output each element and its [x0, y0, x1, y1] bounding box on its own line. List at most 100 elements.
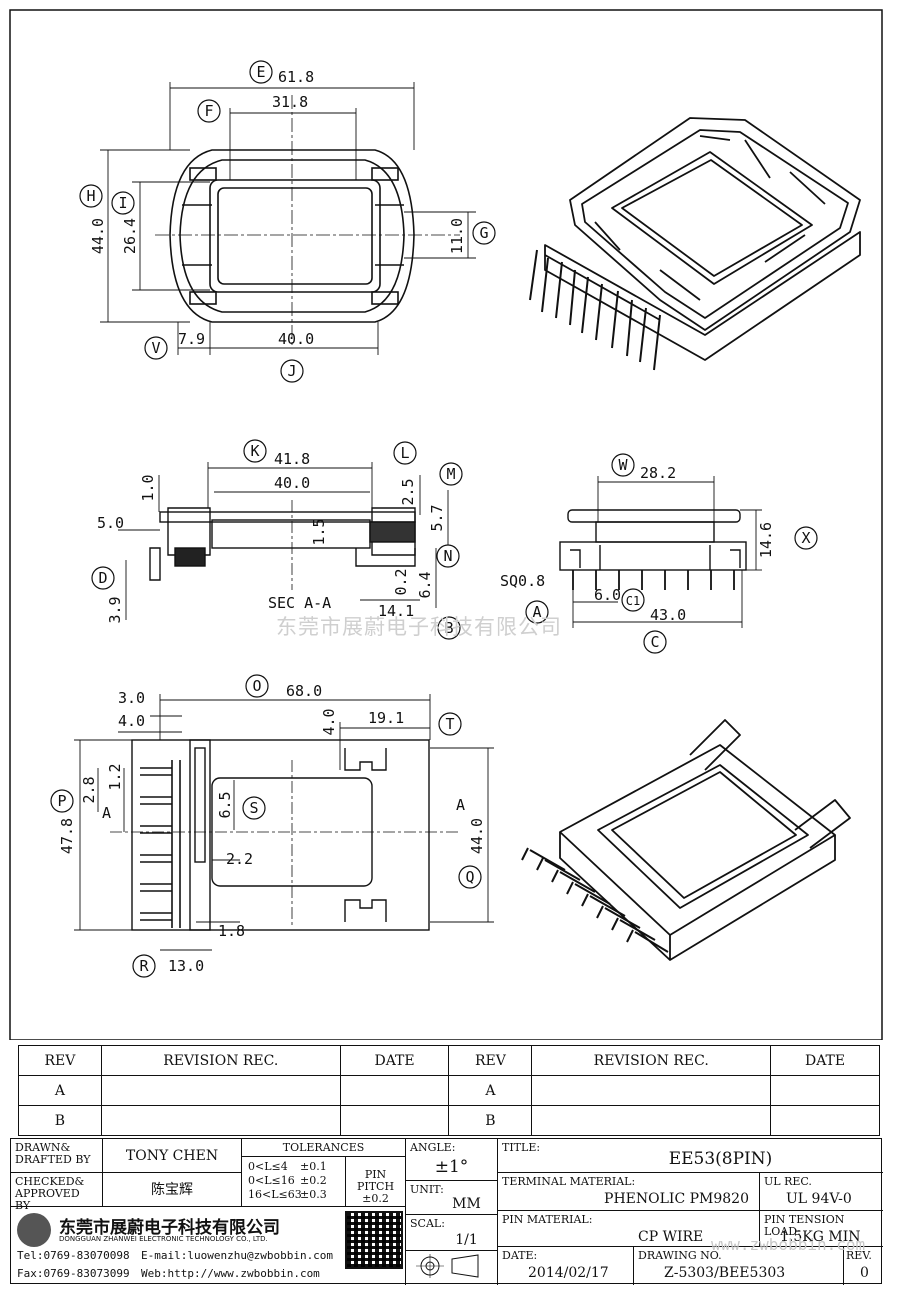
callout-X: X: [801, 529, 810, 547]
tolerances-list: 0<L≤4±0.1 0<L≤16 ±0.2 16<L≤63±0.3: [242, 1157, 346, 1207]
callout-O: O: [252, 677, 261, 695]
dim-T-value: 19.1: [368, 709, 404, 727]
dim-P-value: 47.8: [58, 818, 76, 854]
checked-value: 陈宝辉: [103, 1173, 242, 1207]
callout-J: J: [287, 362, 296, 380]
unit-box: UNIT: MM: [406, 1181, 498, 1215]
revision-table: REV REVISION REC. DATE REV REVISION REC.…: [18, 1045, 880, 1136]
dim-5-0: 5.0: [97, 514, 124, 532]
angle-value: ±1°: [434, 1157, 469, 1177]
tension-box: PIN TENSION LOAD: 1.5KG MIN: [760, 1211, 883, 1247]
dim-N-value: 6.4: [416, 571, 434, 598]
tolerance-value: ±0.2: [300, 1174, 327, 1187]
rec-cell: [100, 1075, 341, 1106]
section-marker-left: A: [102, 804, 111, 822]
dim-E-value: 61.8: [278, 68, 314, 86]
tolerance-range: 0<L≤16: [248, 1174, 295, 1187]
dim-1-8: 1.8: [218, 922, 245, 940]
top-view: [169, 149, 415, 323]
iso-view-top-pins: [529, 249, 661, 371]
callout-G: G: [479, 224, 488, 242]
bottom-view-dimensions: [74, 694, 494, 951]
iso-view-bottom-pins: [521, 847, 669, 953]
rev-value: 0: [860, 1265, 869, 1281]
section-view: [149, 507, 416, 581]
rev-cell: A: [18, 1075, 102, 1106]
revision-header-row: REV REVISION REC. DATE REV REVISION REC.…: [18, 1045, 880, 1076]
unit-value: MM: [452, 1196, 481, 1212]
section-dimensions: [118, 462, 449, 620]
section-marker-right: A: [456, 796, 465, 814]
terminal-box: TERMINAL MATERIAL: PHENOLIC PM9820: [498, 1173, 760, 1211]
terminal-label: TERMINAL MATERIAL:: [502, 1175, 636, 1188]
callout-V: V: [151, 339, 160, 357]
drawing-no-label: DRAWING NO.: [638, 1249, 722, 1262]
rec-cell: [531, 1075, 772, 1106]
third-angle-projection-icon: [416, 1254, 479, 1278]
callout-L: L: [400, 444, 409, 462]
drawn-value: TONY CHEN: [103, 1139, 242, 1173]
dim-14-1: 14.1: [378, 602, 414, 620]
rev-label: REV.: [846, 1249, 872, 1262]
dim-X-value: 14.6: [757, 522, 775, 558]
top-view-dimensions: [100, 82, 476, 355]
tolerance-value: ±0.3: [300, 1188, 327, 1201]
revision-rec-header-2: REVISION REC.: [531, 1045, 772, 1076]
bottom-view-centerline: [110, 760, 460, 925]
pin-pitch-value: ±0.2: [362, 1192, 389, 1205]
company-fax: Fax:0769-83073099: [17, 1267, 130, 1280]
date-cell: [770, 1075, 880, 1106]
callout-B: B: [444, 619, 453, 637]
callout-letters: E F H I G V J K L M N D B W X A C1 C O T…: [57, 63, 810, 975]
ul-label: UL REC.: [764, 1175, 812, 1188]
side-view-labels: 28.2 14.6 SQ0.8 6.0 43.0: [500, 464, 775, 624]
tolerance-row: 0<L≤4±0.1: [248, 1160, 339, 1174]
watermark-company: 东莞市展蔚电子科技有限公司: [276, 615, 562, 639]
bottom-view-labels: 68.0 3.0 4.0 4.0 19.1 47.8 2.8 1.2 6.5 2…: [58, 682, 486, 975]
rev-header: REV: [18, 1045, 102, 1076]
company-logo: [17, 1213, 51, 1247]
drawing-no-value: Z-5303/BEE5303: [664, 1265, 786, 1281]
callout-N: N: [443, 547, 452, 565]
top-view-centerlines: [155, 95, 460, 345]
watermark-site: www.zwbobbin.com: [711, 1235, 866, 1254]
company-block: 东莞市展蔚电子科技有限公司 DONGGUAN ZHANWEI ELECTRONI…: [11, 1207, 406, 1285]
tolerance-range: 0<L≤4: [248, 1160, 288, 1173]
dim-J-value: 40.0: [278, 330, 314, 348]
dim-C-value: 43.0: [650, 606, 686, 624]
projection-symbol: [406, 1251, 498, 1285]
iso-view-top: [544, 117, 861, 361]
dim-T-4-0: 4.0: [320, 708, 338, 735]
dim-4-0: 4.0: [118, 712, 145, 730]
dim-L-value: 2.5: [399, 478, 417, 505]
rev-box: REV. 0: [844, 1247, 883, 1285]
callout-R: R: [139, 957, 149, 975]
date-cell: [339, 1075, 450, 1106]
pin-material-box: PIN MATERIAL: CP WIRE: [498, 1211, 760, 1247]
scale-box: SCAL: 1/1: [406, 1215, 498, 1251]
callout-D: D: [98, 569, 107, 587]
section-title: SEC A-A: [268, 594, 331, 612]
callout-T: T: [445, 715, 454, 733]
company-name-cn: 东莞市展蔚电子科技有限公司: [59, 1218, 280, 1238]
ul-value: UL 94V-0: [786, 1191, 852, 1207]
rev-header-2: REV: [448, 1045, 533, 1076]
dim-I-value: 26.4: [121, 218, 139, 254]
title-block: DRAWN& DRAFTED BY TONY CHEN CHECKED& APP…: [10, 1138, 883, 1285]
dim-F-value: 31.8: [272, 93, 308, 111]
callout-P: P: [57, 792, 66, 810]
rec-cell: [531, 1105, 772, 1136]
date-header: DATE: [339, 1045, 450, 1076]
company-name-en: DONGGUAN ZHANWEI ELECTRONIC TECHNOLOGY C…: [59, 1235, 268, 1243]
dim-2-2: 2.2: [226, 850, 253, 868]
dim-O-value: 68.0: [286, 682, 322, 700]
dim-H-value: 44.0: [89, 218, 107, 254]
qr-code: [345, 1211, 403, 1269]
dim-W-value: 28.2: [640, 464, 676, 482]
dim-upper-1-0: 1.0: [139, 474, 157, 501]
scale-value: 1/1: [455, 1232, 478, 1248]
table-row: B B: [18, 1105, 880, 1136]
callout-W: W: [618, 456, 628, 474]
tolerance-range: 16<L≤63: [248, 1188, 302, 1201]
dim-M-value: 5.7: [428, 504, 446, 531]
